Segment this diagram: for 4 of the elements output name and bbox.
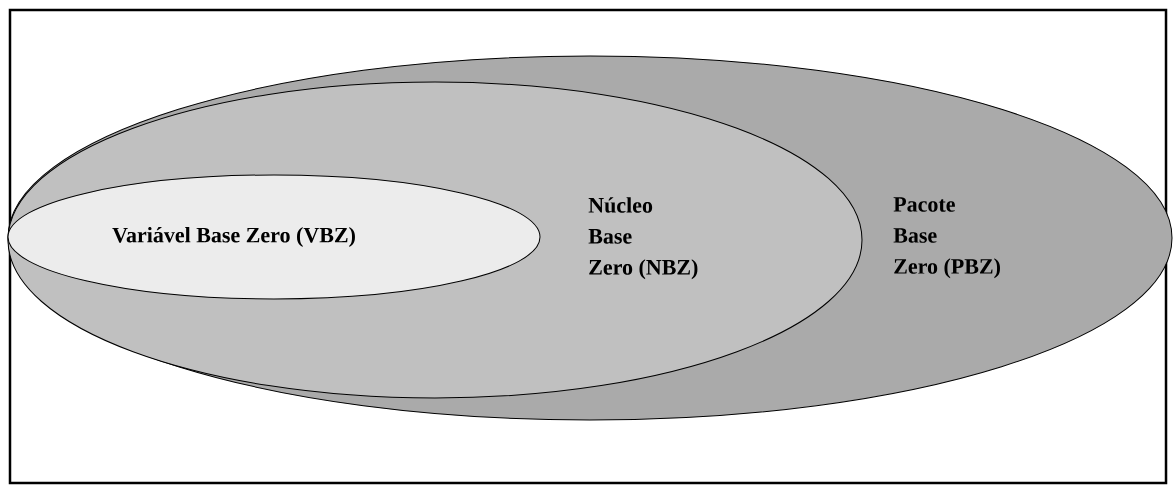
set-ellipse — [7, 174, 541, 300]
ellipse-label: Núcleo Base Zero (NBZ) — [588, 197, 698, 280]
ellipse-label: Pacote Base Zero (PBZ) — [893, 197, 1000, 279]
ellipse-label: Variável Base Zero (VBZ) — [112, 227, 355, 247]
